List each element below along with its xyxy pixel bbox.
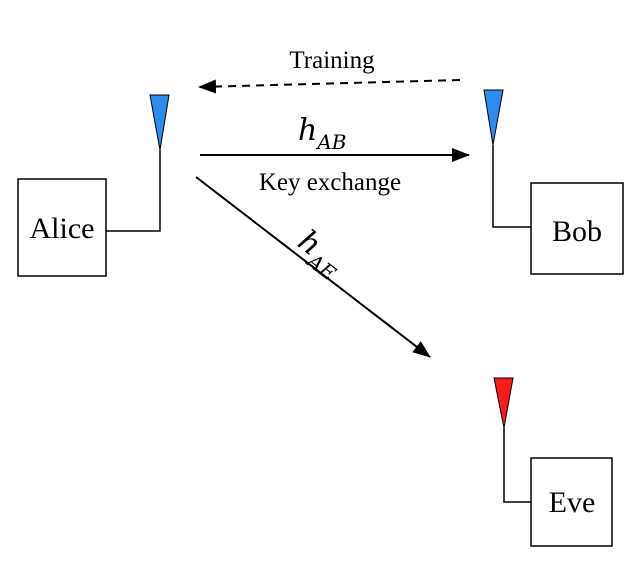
eve-antenna-icon: [493, 377, 514, 429]
h-ab-label: hAB: [298, 113, 346, 154]
h-ab-subscript: AB: [315, 130, 346, 154]
eve-antenna-feed: [503, 428, 531, 503]
bob-node: Bob: [483, 89, 624, 275]
key-exchange-label: Key exchange: [259, 169, 401, 196]
alice-label: Alice: [30, 212, 95, 245]
training-label: Training: [289, 47, 375, 74]
eve-node: Eve: [493, 377, 613, 547]
bob-box: [530, 182, 624, 275]
h-ae-label: hAE: [288, 223, 352, 285]
eavesdrop-arrow: [195, 176, 431, 358]
training-arrow: [198, 79, 461, 94]
alice-antenna-icon: [149, 94, 170, 151]
alice-node: Alice: [17, 94, 170, 277]
eve-label: Eve: [549, 486, 596, 519]
bob-antenna-icon: [483, 89, 504, 146]
bob-label: Bob: [552, 215, 602, 248]
h-ab-symbol: h: [298, 113, 317, 148]
bob-antenna-feed: [492, 145, 531, 228]
eve-box: [530, 457, 613, 547]
alice-antenna-feed: [106, 150, 161, 232]
alice-box: [17, 178, 107, 277]
